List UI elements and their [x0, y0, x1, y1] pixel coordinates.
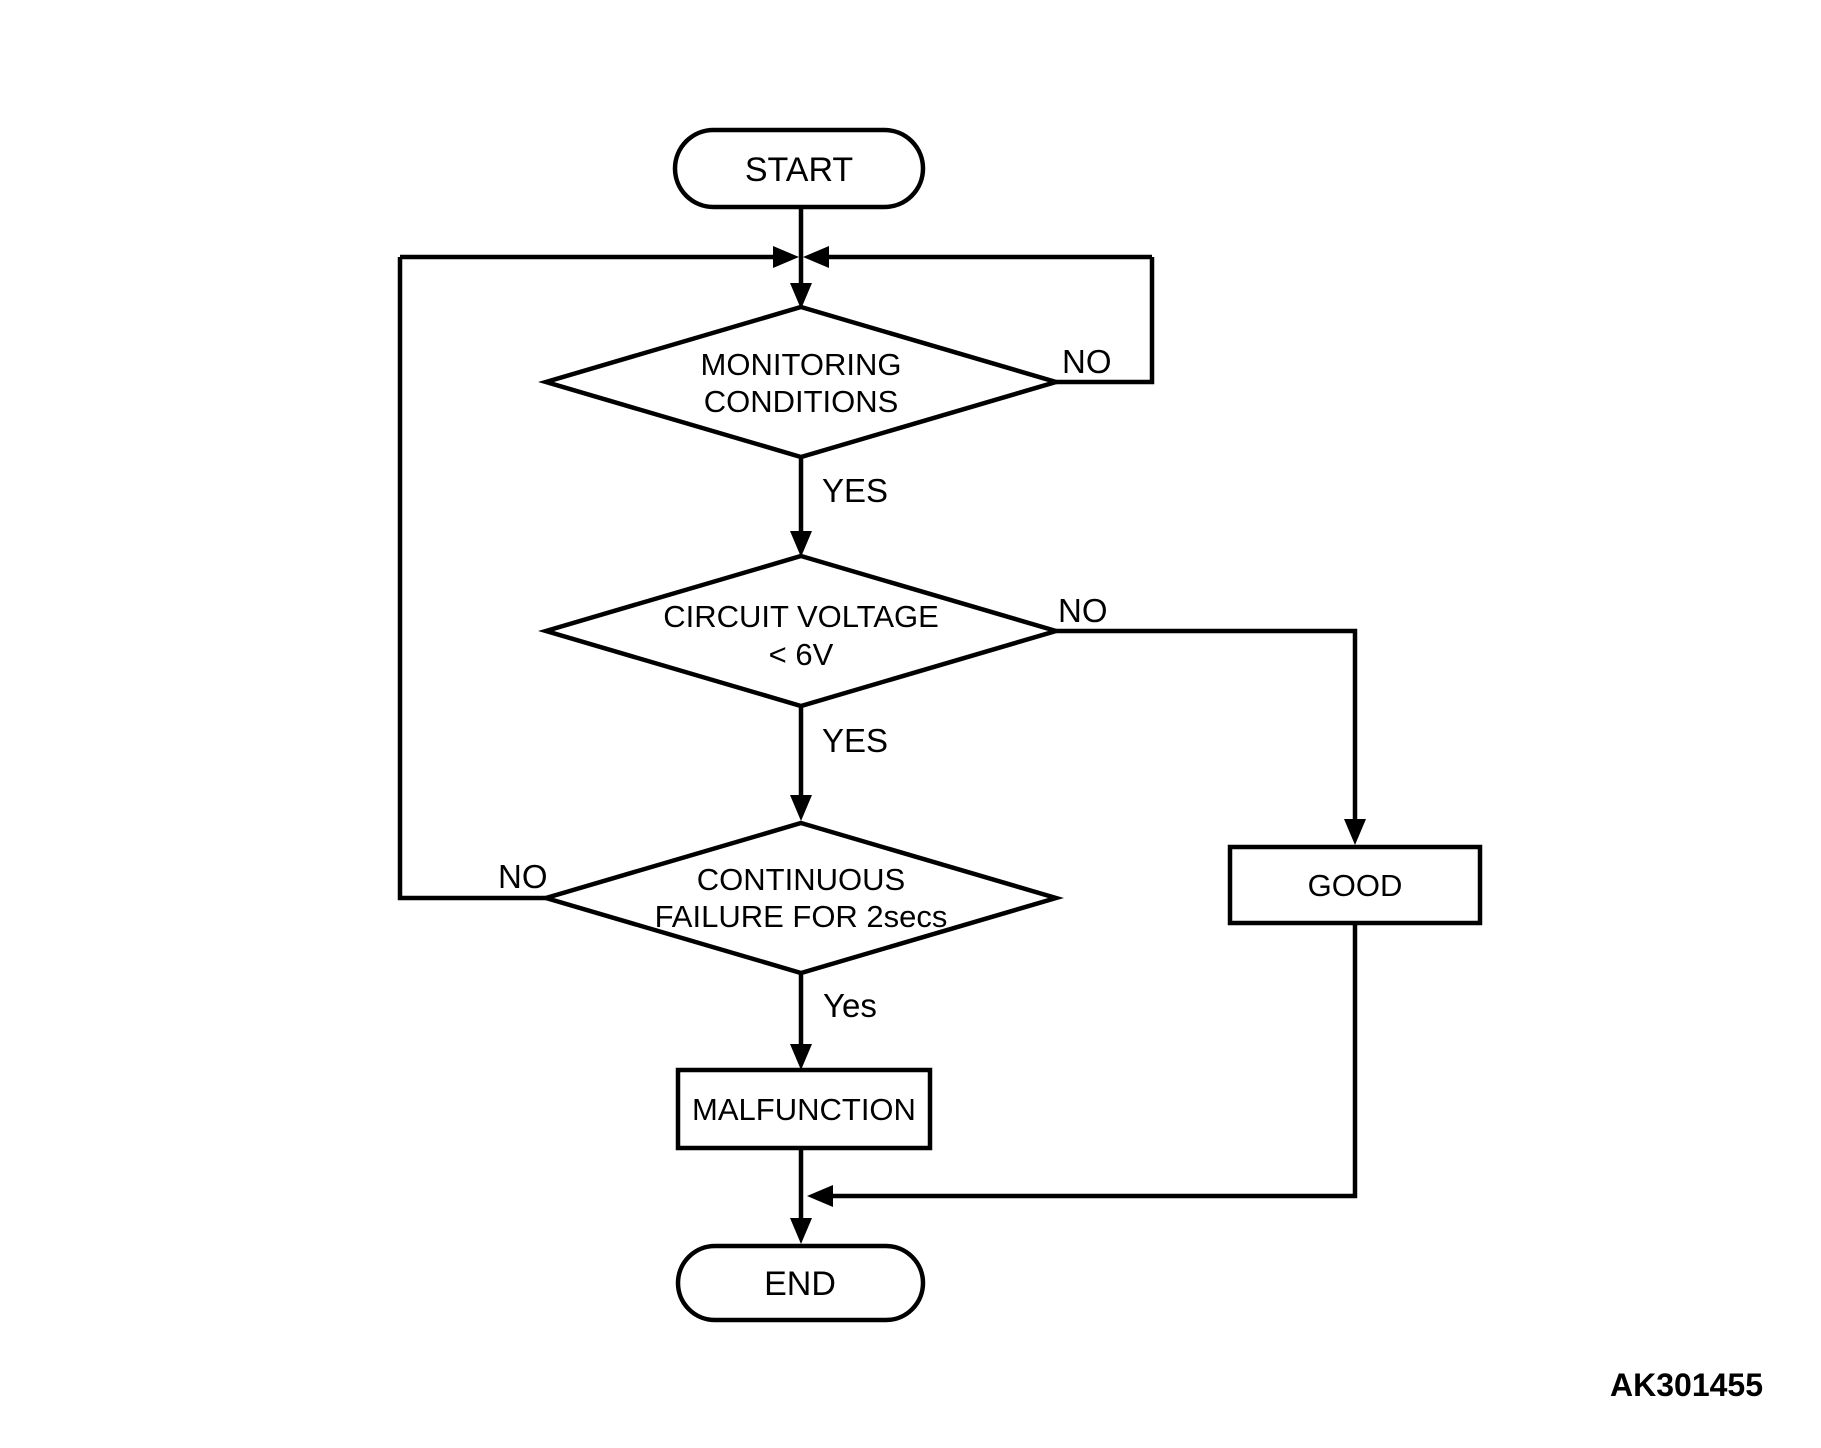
good-label: GOOD: [1308, 868, 1403, 903]
arrowhead-good-join: [807, 1185, 833, 1207]
node-shapes: [538, 127, 1483, 1323]
end-node: [675, 1243, 926, 1323]
monitoring-label-line2: CONDITIONS: [704, 384, 899, 419]
edge-labels: NO YES NO YES NO Yes: [498, 343, 1112, 1024]
voltage-label-line1: CIRCUIT VOLTAGE: [663, 599, 939, 634]
voltage-yes-label: YES: [822, 722, 888, 759]
monitoring-label-line1: MONITORING: [701, 347, 902, 382]
failure-decision-node: [538, 820, 1064, 976]
arrowhead-into-monitoring: [790, 283, 812, 309]
figure-code: AK301455: [1610, 1367, 1763, 1403]
good-node: [1227, 844, 1483, 926]
arrowhead-into-voltage: [790, 531, 812, 557]
voltage-no-label: NO: [1058, 592, 1108, 629]
monitoring-no-label: NO: [1062, 343, 1112, 380]
malfunction-label: MALFUNCTION: [692, 1092, 916, 1127]
arrowhead-into-failure: [790, 795, 812, 821]
connectors: [397, 207, 1358, 1228]
arrowhead-into-malfunction: [790, 1044, 812, 1070]
end-label: END: [764, 1265, 836, 1303]
failure-no-label: NO: [498, 858, 548, 895]
failure-label-line2: FAILURE FOR 2secs: [655, 899, 948, 934]
connector-voltage-no: [1056, 628, 1358, 828]
start-label: START: [745, 151, 853, 189]
node-labels: START MONITORING CONDITIONS CIRCUIT VOLT…: [655, 151, 1403, 1303]
voltage-label-line2: < 6V: [769, 637, 834, 672]
failure-label-line1: CONTINUOUS: [697, 862, 905, 897]
connector-monitoring-no-loop: [1056, 257, 1155, 385]
arrowhead-into-end: [790, 1218, 812, 1244]
malfunction-node: [675, 1067, 933, 1151]
arrowheads: [773, 246, 1366, 1244]
arrowhead-junction-from-left: [773, 246, 799, 268]
arrowhead-into-good: [1344, 819, 1366, 845]
failure-yes-label: Yes: [823, 987, 877, 1024]
connector-good-to-join: [826, 923, 1358, 1199]
connector-failure-no-loop: [397, 257, 546, 901]
arrowhead-junction-from-right: [803, 246, 829, 268]
start-node: [672, 127, 926, 210]
voltage-decision-node: [538, 553, 1064, 709]
monitoring-decision-node: [538, 304, 1064, 460]
monitoring-yes-label: YES: [822, 472, 888, 509]
